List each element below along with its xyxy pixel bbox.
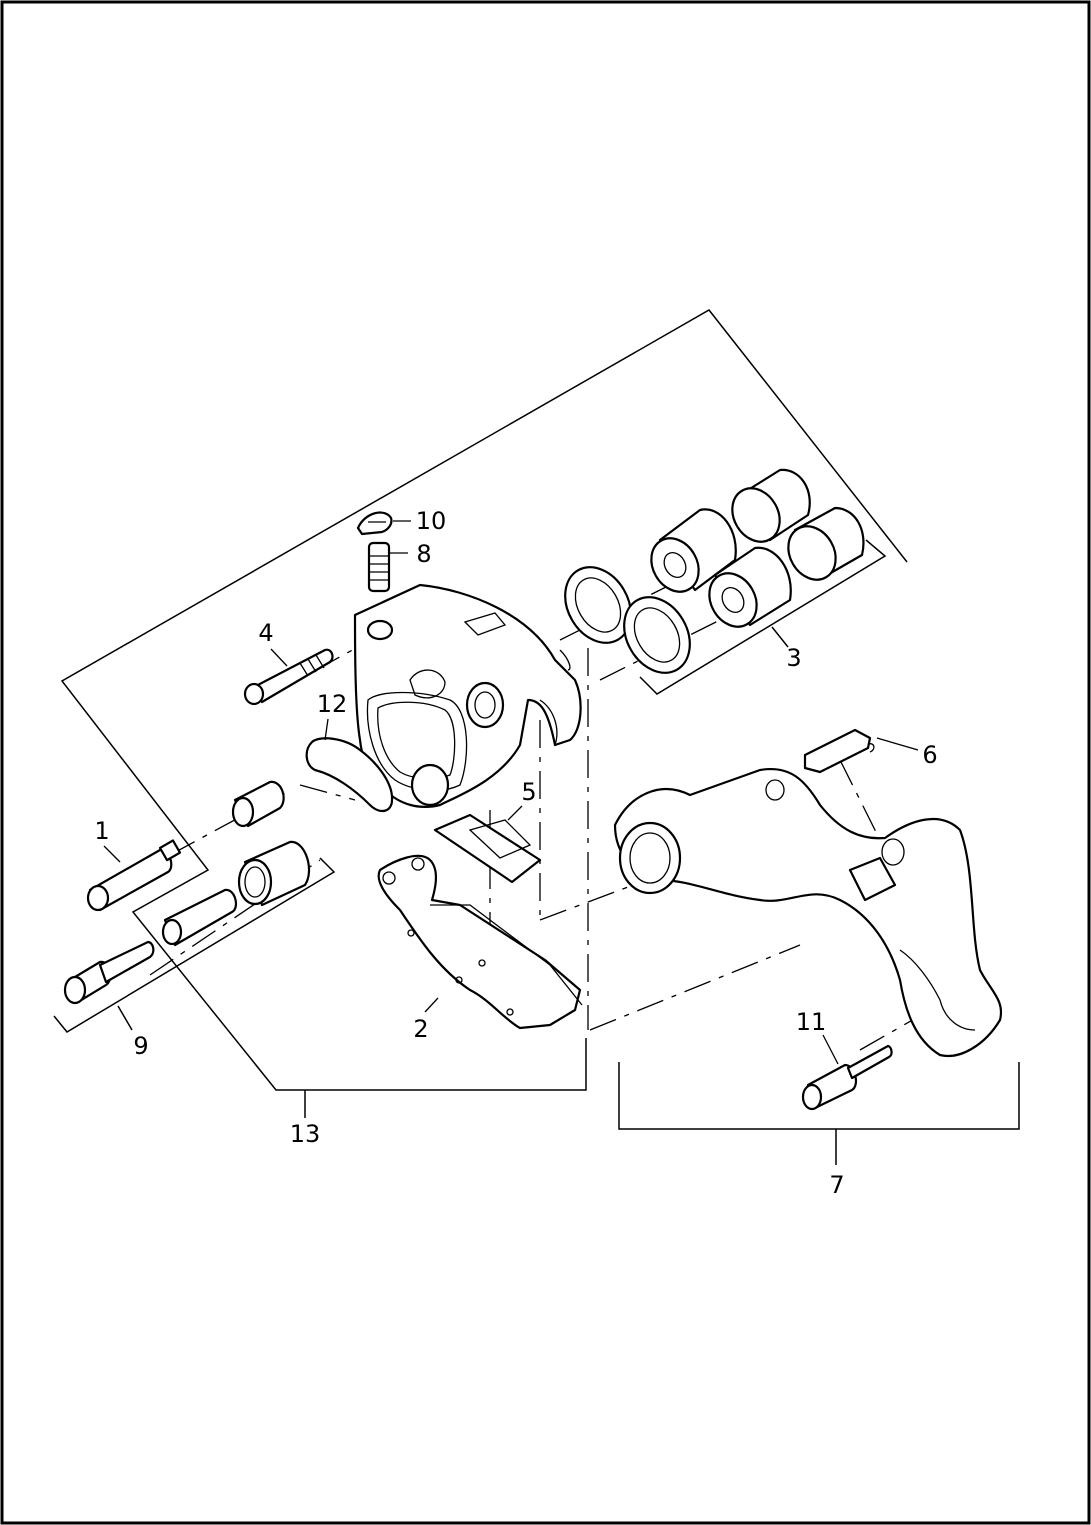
callout-7: 7 (829, 1171, 844, 1199)
callout-1: 1 (94, 817, 109, 845)
caliper-bolt (243, 648, 334, 706)
callout-6: 6 (922, 741, 937, 769)
callout-3: 3 (786, 644, 801, 672)
caliper-bracket (613, 767, 1003, 1058)
callout-4: 4 (258, 619, 273, 647)
piston-set (564, 468, 865, 674)
caliper-seal (305, 737, 394, 813)
caliper-housing (353, 583, 582, 808)
callout-12: 12 (317, 690, 348, 718)
bracket-lines (53, 309, 1020, 1165)
guide-pin (86, 780, 285, 912)
bleeder-valve (367, 541, 391, 593)
callout-8: 8 (416, 540, 431, 568)
mounting-bolt (63, 840, 310, 1005)
leader-lines (103, 520, 919, 1065)
callout-11: 11 (796, 1008, 827, 1036)
retaining-clip (803, 728, 875, 774)
pad-spring (433, 813, 542, 884)
bleeder-cap (356, 511, 393, 536)
callout-9: 9 (133, 1032, 148, 1060)
brake-pad (377, 854, 583, 1030)
callout-5: 5 (521, 778, 536, 806)
callout-2: 2 (413, 1015, 428, 1043)
bracket-pin (801, 1044, 893, 1111)
callout-13: 13 (290, 1120, 321, 1148)
callout-labels: 1 2 3 4 5 6 7 8 9 10 11 12 13 (94, 507, 937, 1199)
callout-10: 10 (416, 507, 447, 535)
